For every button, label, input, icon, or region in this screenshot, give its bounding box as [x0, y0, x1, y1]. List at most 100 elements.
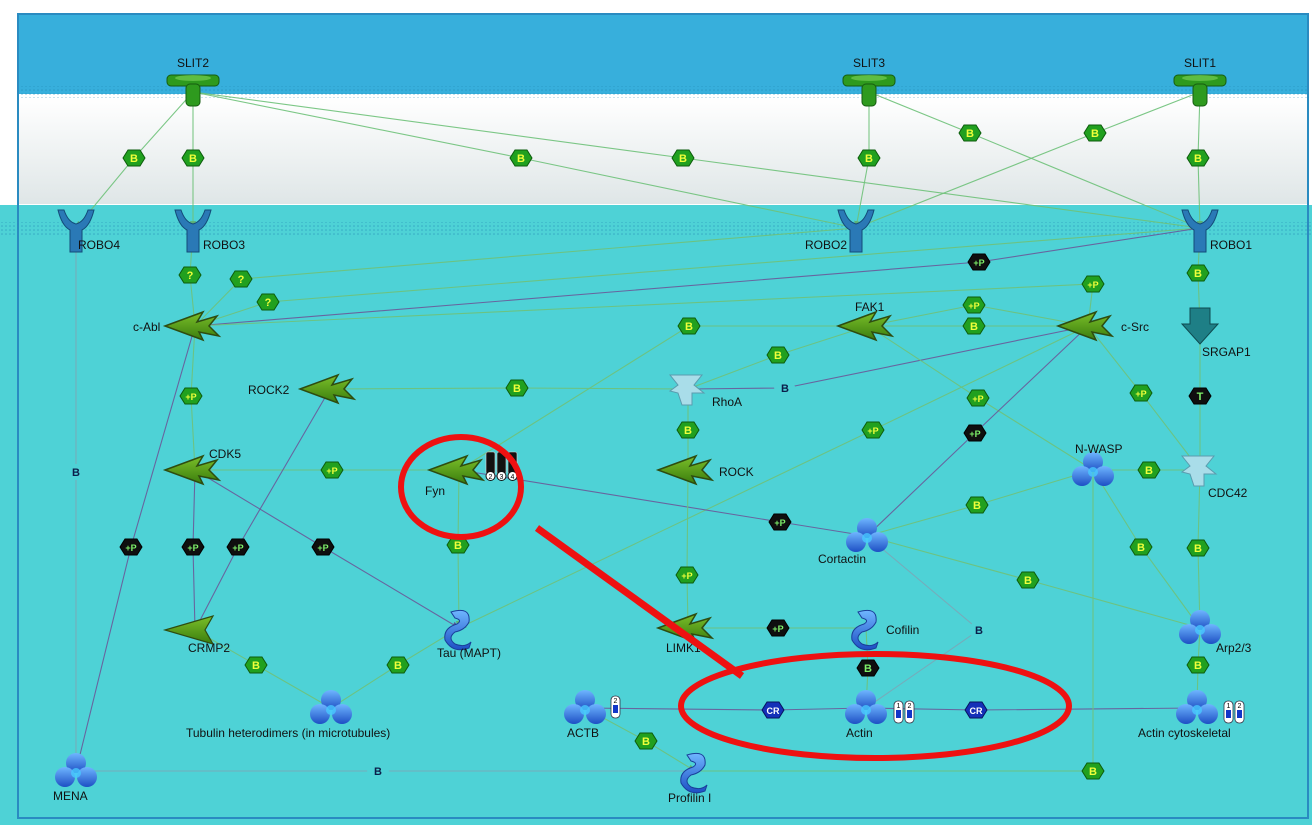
badge-slit2-robo2-text: B — [517, 153, 525, 165]
extracellular-dotted-band — [18, 86, 1308, 98]
badge-nwasp-arp23-text: B — [1137, 542, 1145, 554]
badge-actb-actin-text: CR — [767, 706, 780, 716]
node-crmp2-label: CRMP2 — [188, 641, 230, 655]
badge-csrc-cortactin-text: +P — [969, 429, 980, 439]
badge-fak1-nwasp: +P — [966, 389, 990, 407]
node-cofilin-shape — [851, 609, 879, 651]
node-rhoa-shape — [668, 374, 706, 406]
badge-fyn-cdk5: +P — [320, 461, 344, 479]
badge-slit1-robo2: B — [1083, 124, 1107, 142]
badge-cabl-cdk5-text: +P — [185, 392, 196, 402]
node-cdk5-label: CDK5 — [209, 447, 241, 461]
node-csrc-label: c-Src — [1121, 320, 1149, 334]
node-rhoa-label: RhoA — [712, 395, 742, 409]
badge-cofilin-actin: B — [856, 659, 880, 677]
badge-cortactin-nwasp: B — [965, 496, 989, 514]
node-actincyto-shape — [1176, 690, 1218, 724]
badge-cabl-robo1: +P — [967, 253, 991, 271]
node-cdk5-shape — [162, 454, 222, 486]
badge-actb-profilin: B — [634, 732, 658, 750]
badge-slit2-robo1-text: B — [679, 153, 687, 165]
badge-rock-limk1: +P — [675, 566, 699, 584]
node-fyn-label: Fyn — [425, 484, 445, 498]
badge-slit2-robo4: B — [122, 149, 146, 167]
badge-arp23-actincyto-text: B — [1194, 660, 1202, 672]
badge-slit3-robo2: B — [857, 149, 881, 167]
badge-robo2-cabl-text: ? — [238, 274, 245, 286]
site-marker-actincyto-2-text: 2 — [1238, 703, 1242, 710]
node-srgap1-shape — [1180, 307, 1220, 345]
badge-profilin-nwasp-text: B — [1089, 766, 1097, 778]
extracellular-space — [18, 14, 1308, 94]
site-marker-actincyto-2: 2 — [1234, 700, 1245, 724]
badge-cabl-cdk5: +P — [179, 387, 203, 405]
badge-cdc42-nwasp: B — [1137, 461, 1161, 479]
badge-robo4-mena: B — [65, 464, 87, 480]
badge-csrc-cdc42: +P — [1129, 384, 1153, 402]
node-rock-label: ROCK — [719, 465, 754, 479]
badge-csrc-fak1-text: B — [970, 321, 978, 333]
badge-mena-profilin: B — [367, 763, 389, 779]
node-slit2-label: SLIT2 — [177, 56, 209, 70]
badge-mena-profilin-text: B — [374, 766, 382, 778]
node-rock-shape — [655, 454, 715, 486]
badge-nwasp-arp23: B — [1129, 538, 1153, 556]
node-actin-label: Actin — [846, 726, 873, 740]
plasma-membrane-region — [18, 98, 1308, 204]
site-marker-actin-1-text: 1 — [897, 703, 901, 710]
badge-cortactin-nwasp-text: B — [973, 500, 981, 512]
highlight-ellipse-actin — [678, 651, 1072, 761]
badge-cdc42-arp23-text: B — [1194, 543, 1202, 555]
badge-srgap1-cdc42: T — [1188, 387, 1212, 405]
node-tubulin-shape — [310, 690, 352, 724]
node-cabl-label: c-Abl — [133, 320, 160, 334]
node-fak1-label: FAK1 — [855, 300, 885, 314]
node-tau-shape — [444, 609, 472, 651]
cell-compartments — [0, 13, 1312, 825]
cytoplasm-dotted-band — [0, 222, 1312, 236]
badge-robo2-cabl: ? — [229, 270, 253, 288]
node-slit3-label: SLIT3 — [853, 56, 885, 70]
node-profilin-shape — [680, 752, 708, 794]
badge-csrc-cabl-text: +P — [1087, 280, 1098, 290]
site-marker-actincyto-1: 1 — [1223, 700, 1234, 724]
badge-cabl-mena: +P — [119, 538, 143, 556]
badges-layer: BBBBBBBB???+PB+P+PBBBBBBT+P+P+P+PBBBBBB+… — [65, 124, 1212, 780]
node-actb-label: ACTB — [567, 726, 599, 740]
node-robo4-label: ROBO4 — [78, 238, 120, 252]
badge-rhoa-rock2: B — [505, 379, 529, 397]
badge-fyn-tau-text: B — [454, 540, 462, 552]
site-marker-actb-2: 2 — [610, 695, 621, 719]
badge-robo1-srgap1-text: B — [1194, 268, 1202, 280]
node-robo2-label: ROBO2 — [805, 238, 847, 252]
node-slit1-shape — [1173, 74, 1227, 107]
badge-slit2-robo3: B — [181, 149, 205, 167]
node-actb-shape — [564, 690, 606, 724]
highlight-connector — [534, 525, 745, 679]
badge-srgap1-cdc42-text: T — [1197, 391, 1204, 403]
node-arp23-label: Arp2/3 — [1216, 641, 1252, 655]
node-rock2-shape — [297, 373, 357, 405]
badge-slit3-robo1: B — [958, 124, 982, 142]
node-tubulin-label: Tubulin heterodimers (in microtubules) — [186, 726, 390, 740]
badge-csrc-rhoa-text: B — [781, 383, 789, 395]
badge-unlinked-text: B — [975, 625, 983, 637]
node-slit1-label: SLIT1 — [1184, 56, 1216, 70]
badge-fyn-cortactin-text: +P — [774, 518, 785, 528]
badge-cdk5-tau-text: +P — [317, 543, 328, 553]
badge-slit1-robo1: B — [1186, 149, 1210, 167]
edges-layer — [72, 91, 1204, 775]
node-slit2-shape — [166, 74, 220, 107]
badge-cofilin-actin-text: B — [864, 663, 872, 675]
badge-slit2-robo2: B — [509, 149, 533, 167]
badge-slit2-robo1: B — [671, 149, 695, 167]
badge-crmp2-tubulin-text: B — [252, 660, 260, 672]
badge-csrc-cortactin: +P — [963, 424, 987, 442]
node-fak1-shape — [835, 310, 895, 342]
badge-fak1-nwasp-text: +P — [972, 394, 983, 404]
badge-csrc-rhoa: B — [774, 380, 796, 396]
badge-cdc42-arp23: B — [1186, 539, 1210, 557]
badge-robo1-cabl-text: ? — [265, 297, 272, 309]
